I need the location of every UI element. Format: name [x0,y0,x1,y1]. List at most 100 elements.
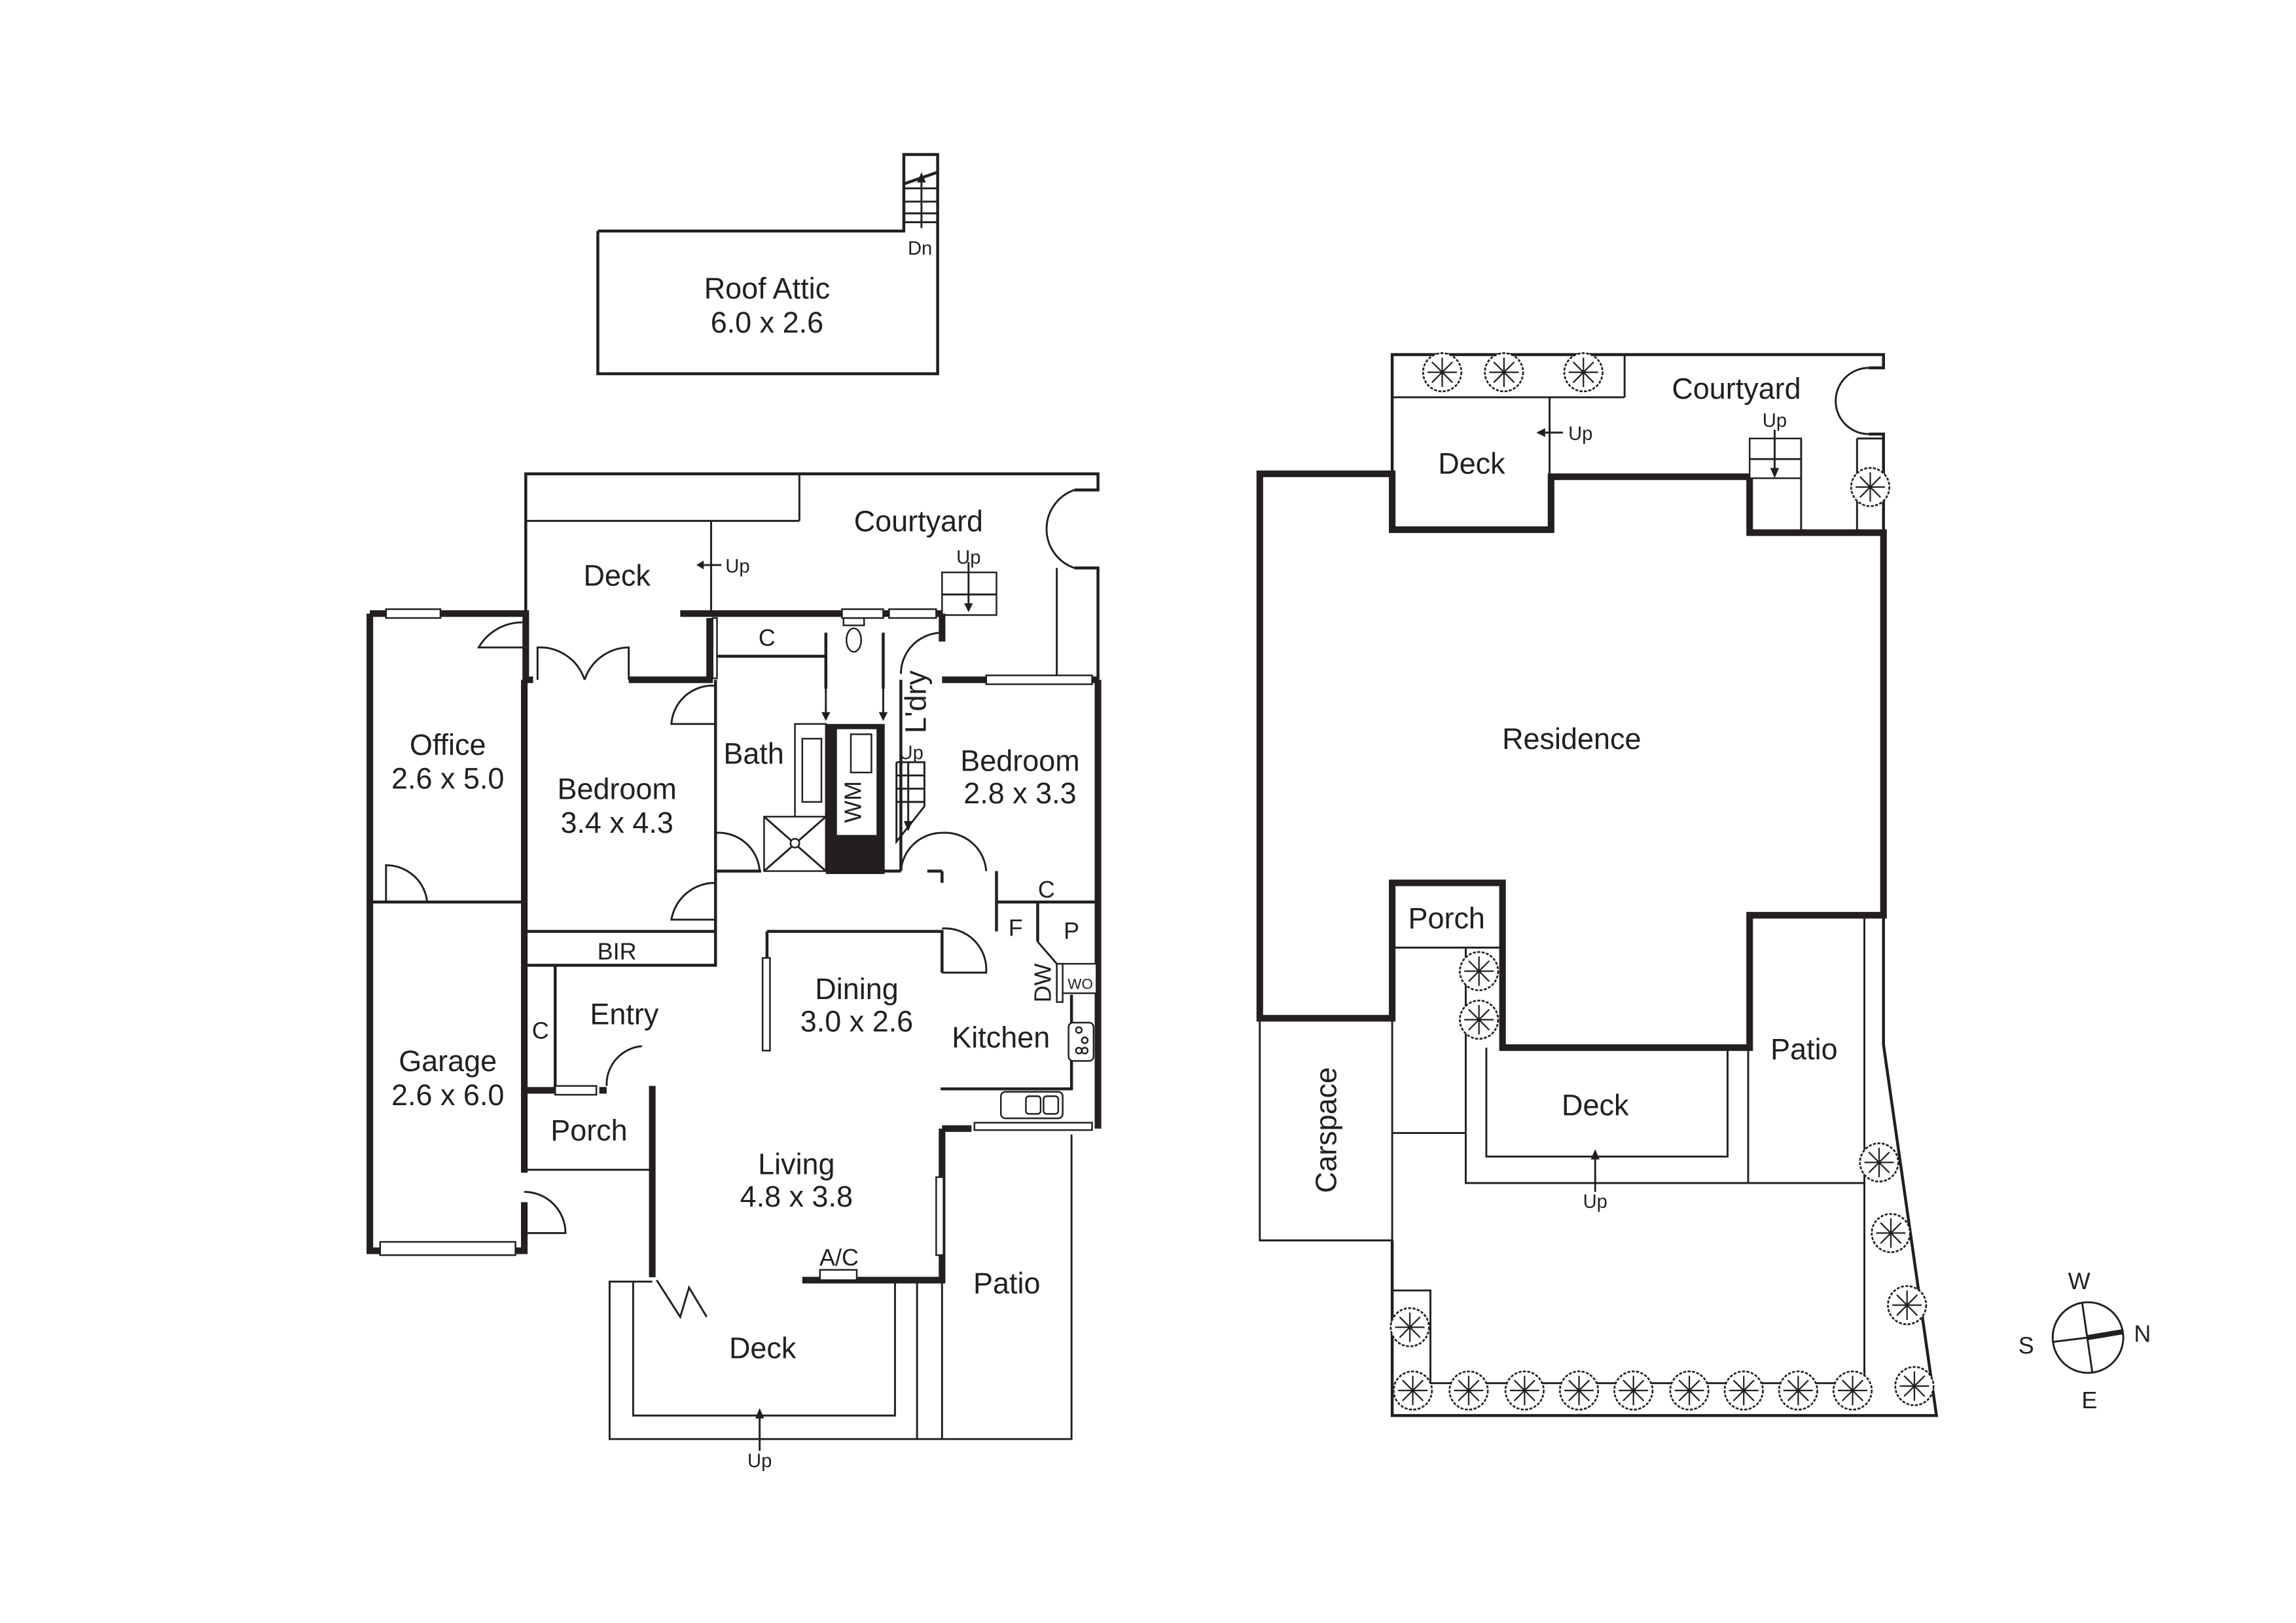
tree-icon [1778,1370,1818,1411]
attic-name: Roof Attic [704,272,830,305]
ac-label: A/C [819,1244,859,1271]
garage-size: 2.6 x 6.0 [391,1078,504,1112]
compass-north: N [2134,1321,2151,1347]
bedroom1-size: 3.4 x 4.3 [560,806,673,839]
bedroom2-name: Bedroom [960,744,1079,778]
carspace-label: Carspace [1310,1067,1343,1193]
site-front-up-label: Up [1583,1192,1607,1213]
site-porch-label: Porch [1408,902,1485,935]
dining-name: Dining [815,972,898,1006]
wall-oven-label: WO [1067,976,1093,992]
door-swing [899,631,942,674]
laundry-stair-icon [895,761,925,845]
courtyard-name: Courtyard [854,504,983,538]
site-gate-swing [1835,367,1869,435]
dining-size: 3.0 x 2.6 [800,1005,913,1038]
compass-icon: W N S E [2018,1267,2151,1413]
site-courtyard-label: Courtyard [1672,372,1801,405]
closet-label: C [1038,876,1055,903]
tree-icon [1558,1370,1600,1411]
compass-east: E [2081,1387,2097,1413]
deck-up-label: Up [725,556,749,577]
courtyard-up-label: Up [956,547,980,568]
window [985,674,1093,685]
window [841,608,884,619]
bedroom1-name: Bedroom [557,772,676,805]
pantry-label: P [1064,917,1079,944]
door-swing [476,621,523,649]
door-swing [605,1045,642,1086]
roof-attic: Dn Roof Attic 6.0 x 2.6 [596,153,939,376]
compass-south: S [2018,1332,2034,1359]
site-plan: Residence Courtyard Deck Porch Deck Pati… [1256,352,1939,1417]
residence-label: Residence [1502,722,1641,756]
window [385,608,442,619]
bir-label: BIR [598,938,637,964]
porch-name: Porch [550,1114,627,1147]
dishwasher-label: DW [1030,963,1056,1002]
tree-icon [1859,1142,1899,1183]
tree-icon [1459,951,1499,991]
site-patio-label: Patio [1770,1032,1837,1066]
ground-floor-plan: WM Up [367,472,1102,1472]
site-rear-deck-label: Deck [1438,447,1505,481]
door-swing [536,646,586,680]
toilet-icon [846,627,862,653]
tree-icon [1850,467,1891,507]
rear-deck-name: Deck [583,559,651,593]
door-swing [385,864,429,902]
bedroom2-size: 2.8 x 3.3 [963,776,1076,810]
tree-icon [1723,1370,1764,1411]
attic-size: 6.0 x 2.6 [711,306,823,339]
patio-name: Patio [973,1267,1040,1300]
closet-label: C [532,1017,549,1044]
door-swing [942,927,988,974]
tree-icon [1613,1370,1654,1411]
tree-icon [1504,1370,1545,1411]
front-deck-name: Deck [729,1331,797,1364]
tree-icon [1669,1370,1710,1411]
ac-unit [819,1269,858,1281]
wm-label: WM [840,781,867,823]
fridge-label: F [1009,914,1023,941]
tree-icon [1832,1370,1873,1411]
attic-stair-icon [903,170,939,228]
tree-icon [1390,1307,1430,1347]
bifold-door [656,1279,708,1319]
tree-icon [1422,352,1463,393]
window [888,608,937,619]
garage-name: Garage [399,1044,497,1078]
window [554,1085,598,1096]
living-size: 4.8 x 3.8 [740,1180,853,1213]
tree-icon [1887,1285,1928,1326]
door-swing [715,831,761,871]
site-deck-up-label: Up [1568,424,1592,445]
front-deck-up-label: Up [747,1451,772,1472]
tree-icon [1484,352,1524,393]
closet-label: C [759,625,776,651]
tree-icon [1894,1366,1935,1406]
site-courtyard-up-label: Up [1763,410,1787,431]
laundry-up-label: Up [899,743,923,764]
door-swing [670,684,716,725]
door-swing [942,831,988,871]
door-swing [524,1191,567,1234]
garage-door [379,1241,516,1256]
up-arrow-icon [696,560,722,570]
window [761,957,771,1051]
kitchen-name: Kitchen [952,1021,1050,1054]
entry-name: Entry [590,997,658,1030]
site-front-deck-label: Deck [1562,1089,1629,1122]
compass-west: W [2068,1267,2090,1294]
tree-icon [1871,1213,1911,1253]
door-swing [670,882,716,921]
office-name: Office [410,728,486,761]
courtyard-gate-swing [1045,489,1075,569]
living-name: Living [758,1148,834,1181]
tree-icon [1448,1370,1489,1411]
office-size: 2.6 x 5.0 [391,762,504,795]
tree-icon [1459,999,1499,1040]
window [973,1122,1093,1131]
door-swing [899,831,942,871]
